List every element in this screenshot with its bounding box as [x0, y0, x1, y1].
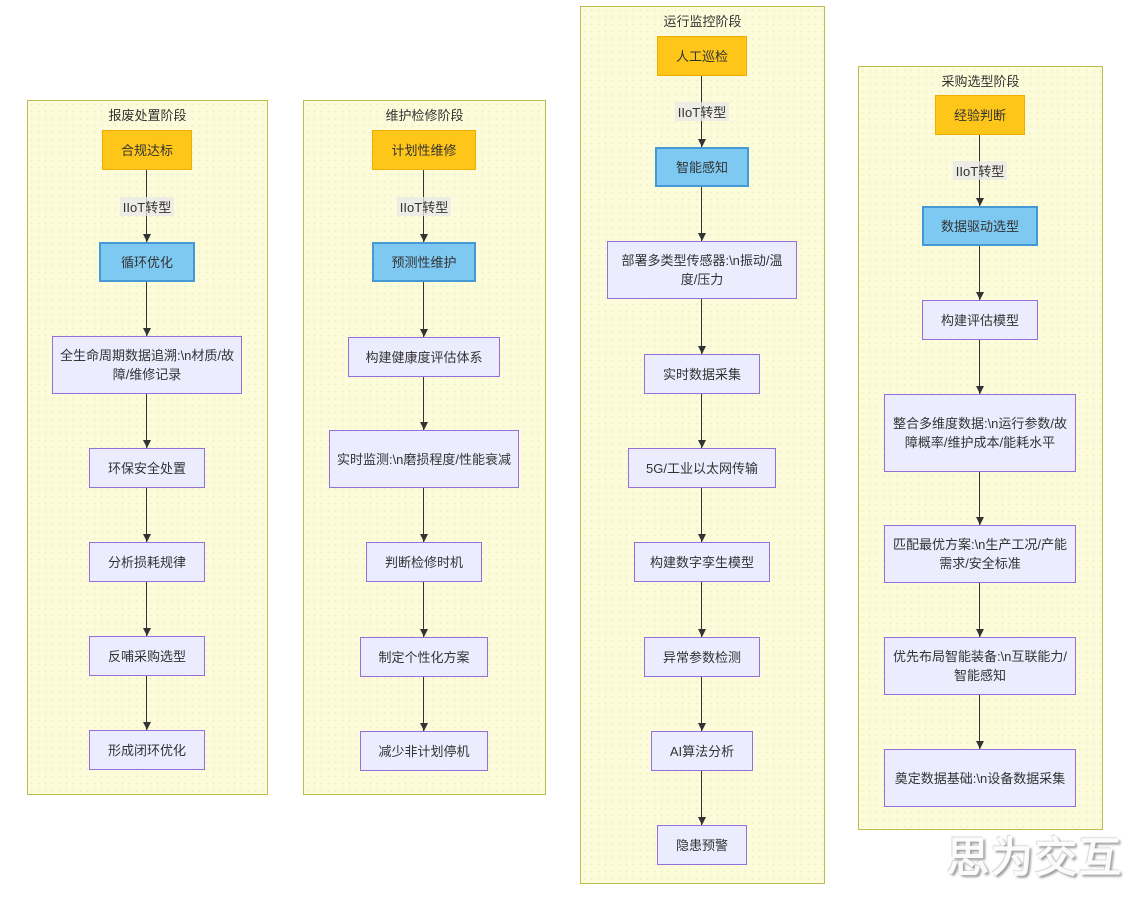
stage-title: 运行监控阶段	[663, 14, 742, 29]
arrow-down	[142, 394, 151, 448]
arrow-down	[975, 695, 984, 749]
edge-label-iiot: IIoT转型	[952, 161, 1008, 180]
arrow-down	[419, 582, 428, 637]
arrow-down	[142, 282, 151, 336]
edge-label-iiot: IIoT转型	[674, 102, 730, 121]
arrow-down	[975, 340, 984, 394]
node-transform: 循环优化	[99, 242, 195, 282]
node-start: 合规达标	[102, 130, 192, 170]
arrow-down	[697, 394, 706, 448]
node-process: 判断检修时机	[366, 542, 482, 582]
node-transform: 预测性维护	[372, 242, 476, 282]
node-process: 5G/工业以太网传输	[628, 448, 776, 488]
node-process: 优先布局智能装备:\n互联能力/智能感知	[884, 637, 1076, 695]
node-process: 环保安全处置	[89, 448, 205, 488]
arrow-down	[142, 488, 151, 542]
arrow-down	[419, 282, 428, 337]
arrow-down	[419, 677, 428, 731]
arrow-down	[975, 583, 984, 637]
node-process: 构建评估模型	[922, 300, 1038, 340]
node-process: 隐患预警	[657, 825, 747, 865]
node-start: 经验判断	[935, 95, 1025, 135]
node-process: 形成闭环优化	[89, 730, 205, 770]
arrow-down	[697, 488, 706, 542]
edge-label-iiot: IIoT转型	[119, 197, 175, 216]
node-process: 分析损耗规律	[89, 542, 205, 582]
node-process: 奠定数据基础:\n设备数据采集	[884, 749, 1076, 807]
arrow-down	[419, 488, 428, 542]
node-process: 全生命周期数据追溯:\n材质/故障/维修记录	[52, 336, 242, 394]
node-process: 部署多类型传感器:\n振动/温度/压力	[607, 241, 797, 299]
arrow-down	[419, 377, 428, 430]
arrow-down	[697, 582, 706, 637]
node-process: 整合多维度数据:\n运行参数/故障概率/维护成本/能耗水平	[884, 394, 1076, 472]
node-transform: 数据驱动选型	[922, 206, 1038, 246]
arrow-down	[697, 299, 706, 354]
node-start: 计划性维修	[372, 130, 476, 170]
watermark: 思为交互	[946, 834, 1123, 881]
stage-title: 采购选型阶段	[941, 74, 1020, 89]
arrow-down	[142, 676, 151, 730]
node-process: 构建数字孪生模型	[634, 542, 770, 582]
edge-label-iiot: IIoT转型	[396, 197, 452, 216]
node-process: 实时监测:\n磨损程度/性能衰减	[329, 430, 519, 488]
arrow-down	[975, 472, 984, 525]
arrow-down	[697, 677, 706, 731]
node-start: 人工巡检	[657, 36, 747, 76]
node-process: 构建健康度评估体系	[348, 337, 500, 377]
node-process: 减少非计划停机	[360, 731, 488, 771]
node-process: 匹配最优方案:\n生产工况/产能需求/安全标准	[884, 525, 1076, 583]
node-process: 反哺采购选型	[89, 636, 205, 676]
arrow-down	[975, 246, 984, 300]
node-process: 异常参数检测	[644, 637, 760, 677]
arrow-down	[697, 187, 706, 241]
node-process: 实时数据采集	[644, 354, 760, 394]
stage-title: 维护检修阶段	[385, 108, 464, 123]
node-transform: 智能感知	[655, 147, 749, 187]
node-process: 制定个性化方案	[360, 637, 488, 677]
node-process: AI算法分析	[651, 731, 753, 771]
stage-title: 报废处置阶段	[108, 108, 187, 123]
arrow-down	[697, 771, 706, 825]
arrow-down	[142, 582, 151, 636]
